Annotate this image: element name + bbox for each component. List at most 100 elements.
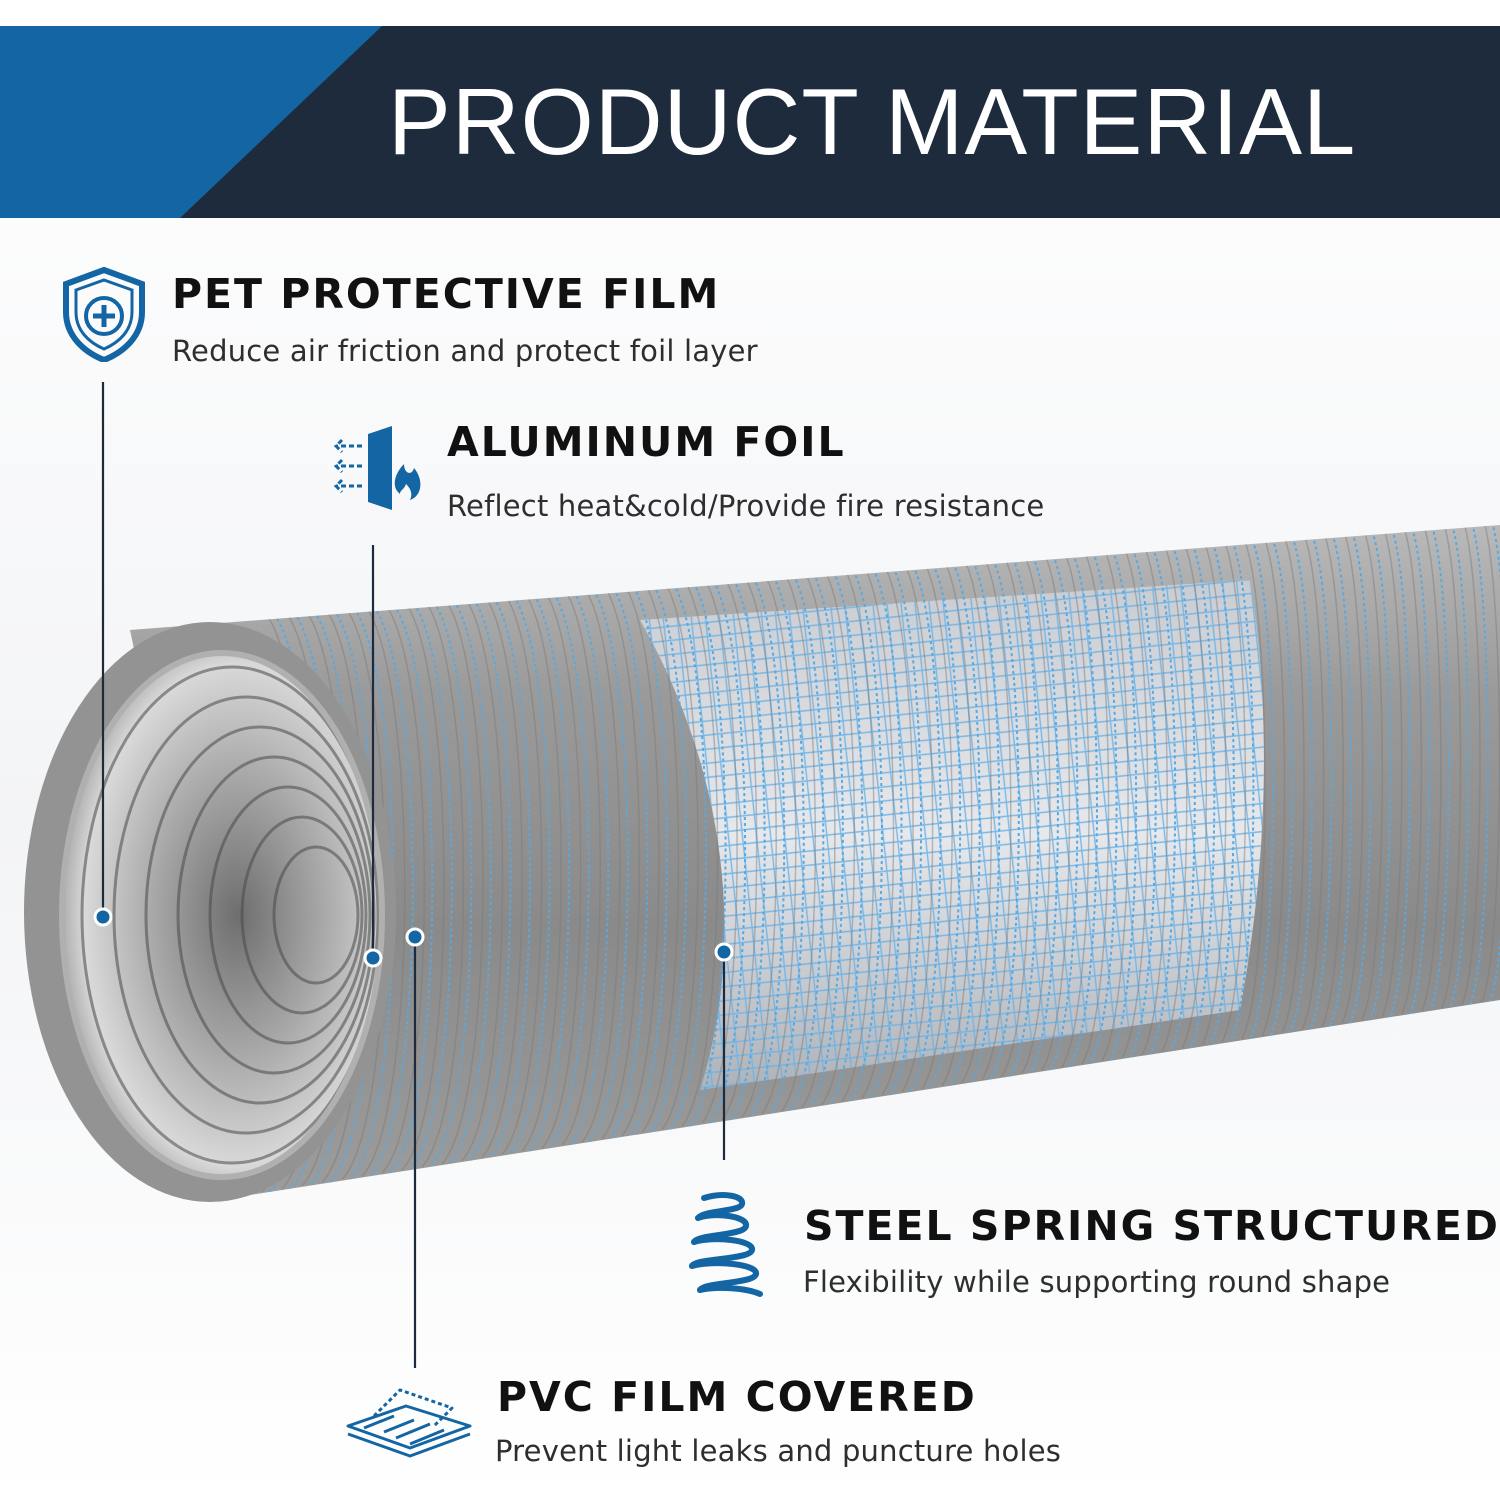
duct-rib-shadow <box>521 588 562 1152</box>
duct-rib-shadow <box>961 555 992 1084</box>
feature-title-spring: STEEL SPRING STRUCTURED <box>804 1202 1500 1250</box>
duct-rib <box>549 587 590 1149</box>
duct-rib <box>369 600 414 1177</box>
duct-rib-shadow <box>421 596 465 1168</box>
duct-rib-shadow <box>741 572 777 1118</box>
duct-rib <box>849 564 883 1102</box>
duct-rib <box>1369 525 1392 1021</box>
duct-rib-shadow <box>821 565 856 1105</box>
duct-rib-shadow <box>761 570 797 1115</box>
foil-ring <box>176 755 372 1075</box>
duct-rib <box>1149 541 1177 1056</box>
duct-rib-shadow <box>861 562 895 1099</box>
duct-rib-shadow <box>981 553 1012 1081</box>
callout-dots <box>93 907 734 968</box>
duct-rib-shadow <box>1261 532 1286 1037</box>
duct-rib <box>609 582 649 1140</box>
duct-rib-shadow <box>1041 549 1071 1071</box>
duct-rib-shadow <box>1081 546 1110 1065</box>
feature-desc-foil: Reflect heat&cold/Provide fire resistanc… <box>447 489 1045 523</box>
duct-rib-shadow <box>701 575 738 1124</box>
duct-rib <box>1309 529 1333 1031</box>
duct-rib-shadow <box>721 573 758 1121</box>
duct-rib-shadow <box>781 568 817 1112</box>
duct-rib-shadow <box>1441 525 1462 1009</box>
duct-rib-shadow <box>1161 539 1188 1052</box>
duct-rib <box>1329 527 1353 1027</box>
duct-rib-shadow <box>1201 536 1227 1046</box>
duct-rib <box>529 588 571 1152</box>
duct-rib <box>1169 539 1196 1052</box>
duct-rib <box>1029 550 1059 1074</box>
duct-rib-shadow <box>581 584 621 1143</box>
duct-rib-shadow <box>441 594 484 1165</box>
duct-rib-shadow <box>841 564 875 1102</box>
duct-rib <box>449 594 492 1165</box>
feature-title-foil: ALUMINUM FOIL <box>447 418 846 466</box>
duct-rib-shadow <box>661 578 699 1130</box>
duct-rib <box>1429 525 1450 1012</box>
feature-desc-pvc: Prevent light leaks and puncture holes <box>495 1434 1062 1468</box>
duct-rib <box>689 576 727 1128</box>
duct-rib <box>1489 525 1500 1002</box>
duct-rib-shadow <box>461 593 504 1162</box>
duct-rib <box>389 599 434 1174</box>
duct-rib-shadow <box>541 587 582 1149</box>
duct-rib-shadow <box>1461 525 1481 1005</box>
duct-rib-shadow <box>801 567 836 1109</box>
duct-rib-shadow <box>881 561 914 1096</box>
duct-rib-shadow <box>1061 547 1090 1068</box>
heat-fire-shield-icon <box>333 426 421 510</box>
layered-film-icon <box>346 1388 472 1458</box>
duct-rib-shadow <box>1421 525 1442 1012</box>
duct-rib-shadow <box>1381 525 1403 1018</box>
duct-rib-shadow <box>481 591 523 1159</box>
duct-rib <box>1289 530 1314 1034</box>
duct-rib <box>1009 552 1040 1077</box>
feature-title-pvc: PVC FILM COVERED <box>497 1373 977 1421</box>
duct-rib-shadow <box>1341 526 1364 1024</box>
duct-rib-shadow <box>1301 529 1325 1030</box>
duct-rib-shadow <box>1141 541 1168 1055</box>
duct-rib <box>889 561 923 1096</box>
page-title: PRODUCT MATERIAL <box>388 69 1357 174</box>
title-banner <box>0 26 1500 218</box>
duct-rib <box>629 581 668 1137</box>
duct-rib <box>1269 532 1294 1037</box>
duct-rib <box>1409 525 1431 1015</box>
callout-lines <box>101 382 726 1368</box>
feature-title-pet: PET PROTECTIVE FILM <box>172 270 721 318</box>
duct-rib <box>709 574 747 1124</box>
duct-rib <box>1129 542 1157 1059</box>
duct-rib-shadow <box>681 576 719 1127</box>
duct-rib-shadow <box>501 590 543 1155</box>
duct-rib-shadow <box>1181 538 1208 1049</box>
duct-rib-shadow <box>1241 533 1266 1040</box>
shield-plus-icon <box>63 266 145 362</box>
duct-rib-shadow <box>1221 535 1247 1043</box>
duct-rib <box>1189 538 1216 1049</box>
duct-rib <box>949 556 981 1087</box>
duct-rib-shadow <box>1401 525 1423 1015</box>
duct-rib-shadow <box>901 559 934 1093</box>
duct-rib <box>1389 525 1411 1018</box>
duct-rib-shadow <box>921 558 953 1090</box>
duct-rib <box>509 590 551 1156</box>
duct-rib-shadow <box>561 585 601 1146</box>
duct-rib <box>1109 544 1138 1062</box>
duct-rib-shadow <box>601 582 641 1140</box>
duct-rib-shadow <box>1281 530 1305 1034</box>
spring-coil-icon <box>689 1192 763 1297</box>
duct-rib <box>869 562 903 1099</box>
duct-rib <box>429 596 473 1168</box>
duct-rib-shadow <box>1361 525 1383 1021</box>
duct-rib-shadow <box>1121 543 1149 1059</box>
duct-rib <box>569 585 610 1146</box>
duct-rib <box>649 579 688 1134</box>
duct-rib-shadow <box>1021 550 1051 1074</box>
duct-rib <box>589 584 629 1143</box>
foil-ring <box>240 815 364 1015</box>
duct-rib <box>829 565 864 1106</box>
feature-desc-pet: Reduce air friction and protect foil lay… <box>172 334 758 368</box>
